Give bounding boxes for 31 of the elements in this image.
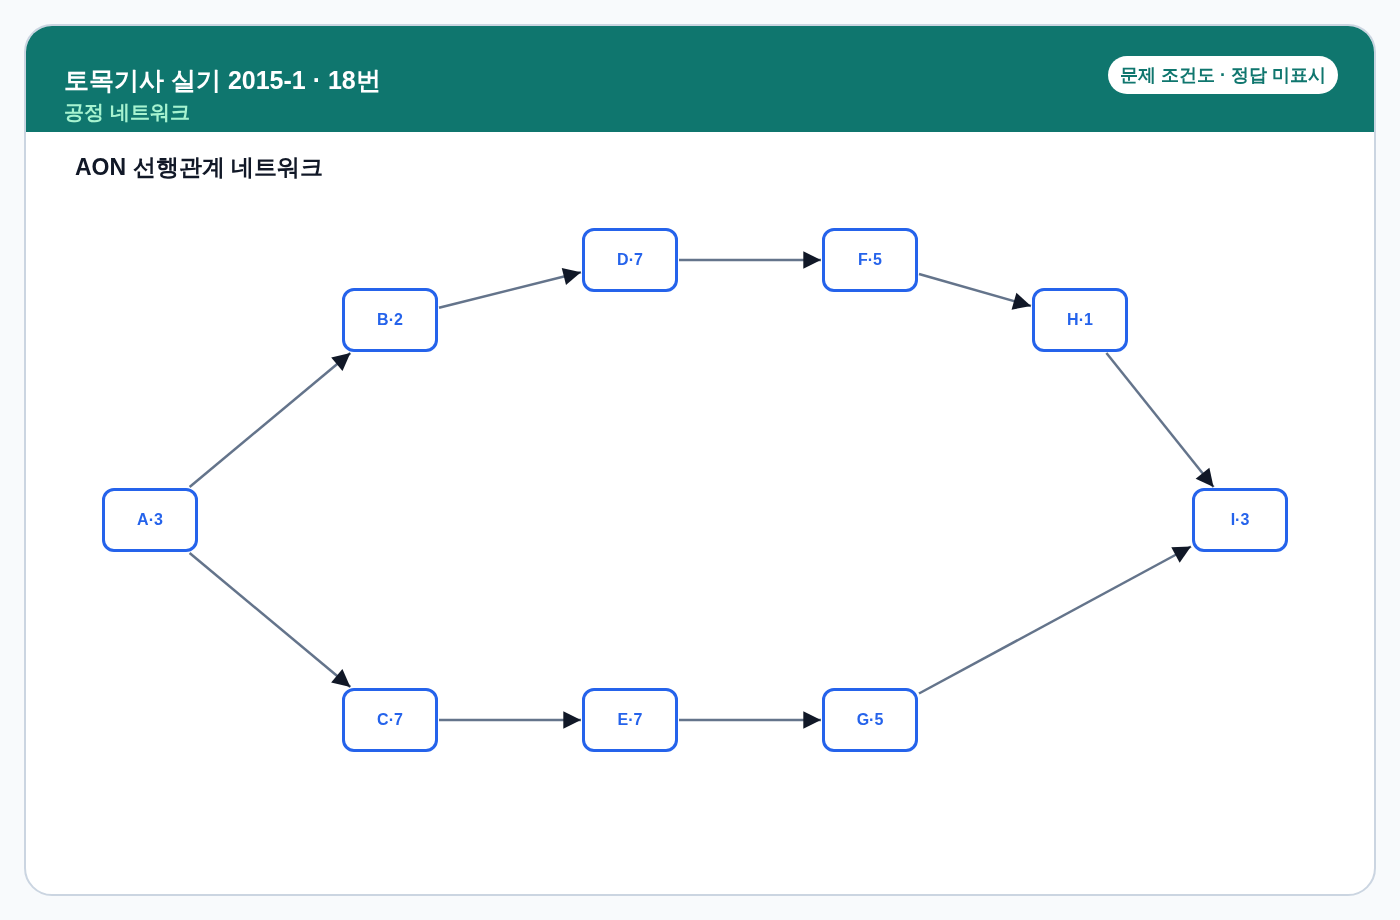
activity-box	[822, 688, 918, 752]
activity-label: B·2	[377, 310, 403, 330]
activity-box	[1032, 288, 1128, 352]
subtitle: 공정 네트워크	[64, 100, 190, 125]
arrow	[188, 552, 352, 688]
activity-box	[102, 488, 198, 552]
activity-label: C·7	[377, 710, 403, 730]
section-heading: AON 선행관계 네트워크	[75, 153, 323, 182]
arrow	[918, 272, 1032, 310]
activity-box	[342, 688, 438, 752]
activity-box	[822, 228, 918, 292]
activity-label: I·3	[1230, 510, 1250, 530]
activity-box	[582, 688, 678, 752]
arrow	[188, 352, 352, 488]
arrow	[918, 545, 1192, 695]
activity-label: A·3	[137, 510, 163, 530]
status-badge: 문제 조건도 · 정답 미표시	[1108, 56, 1338, 94]
activity-box	[582, 228, 678, 292]
activity-box	[1192, 488, 1288, 552]
title: 토목기사 실기 2015-1 · 18번	[64, 65, 381, 96]
activity-label: F·5	[858, 250, 882, 270]
arrow	[439, 711, 581, 729]
activity-box	[342, 288, 438, 352]
activity-label: D·7	[617, 250, 643, 270]
arrow	[438, 268, 582, 309]
arrow	[679, 711, 821, 729]
activity-label: E·7	[617, 710, 643, 730]
arrow	[1105, 352, 1215, 488]
arrow	[679, 251, 821, 269]
activity-label: G·5	[856, 710, 884, 730]
activity-label: H·1	[1067, 310, 1093, 330]
